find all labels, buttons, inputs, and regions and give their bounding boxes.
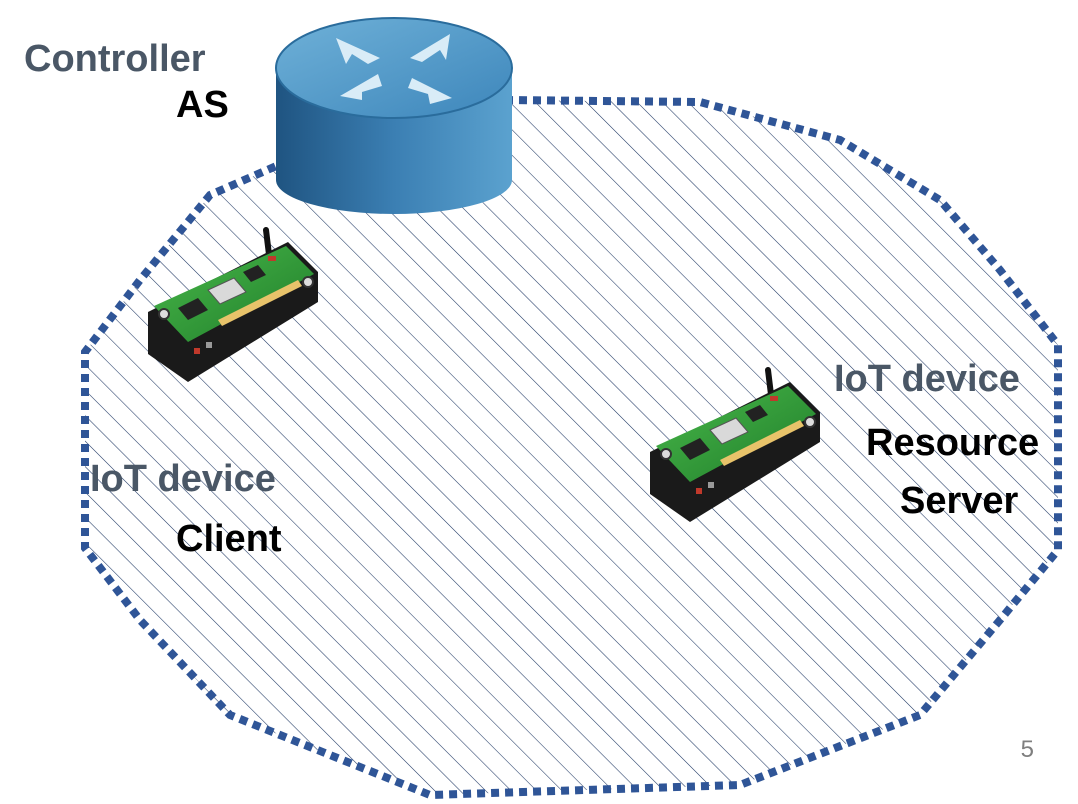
client-role-label: IoT device (90, 458, 276, 500)
page-number: 5 (1020, 736, 1034, 763)
server-name-line2: Server (900, 480, 1019, 522)
router-icon (275, 17, 513, 214)
domain-boundary (81, 95, 1062, 800)
client-name-label: Client (176, 518, 282, 560)
controller-role-label: Controller (24, 38, 206, 80)
controller-name-label: AS (176, 84, 229, 126)
server-name-line1: Resource (866, 422, 1040, 464)
server-role-label: IoT device (834, 358, 1020, 400)
